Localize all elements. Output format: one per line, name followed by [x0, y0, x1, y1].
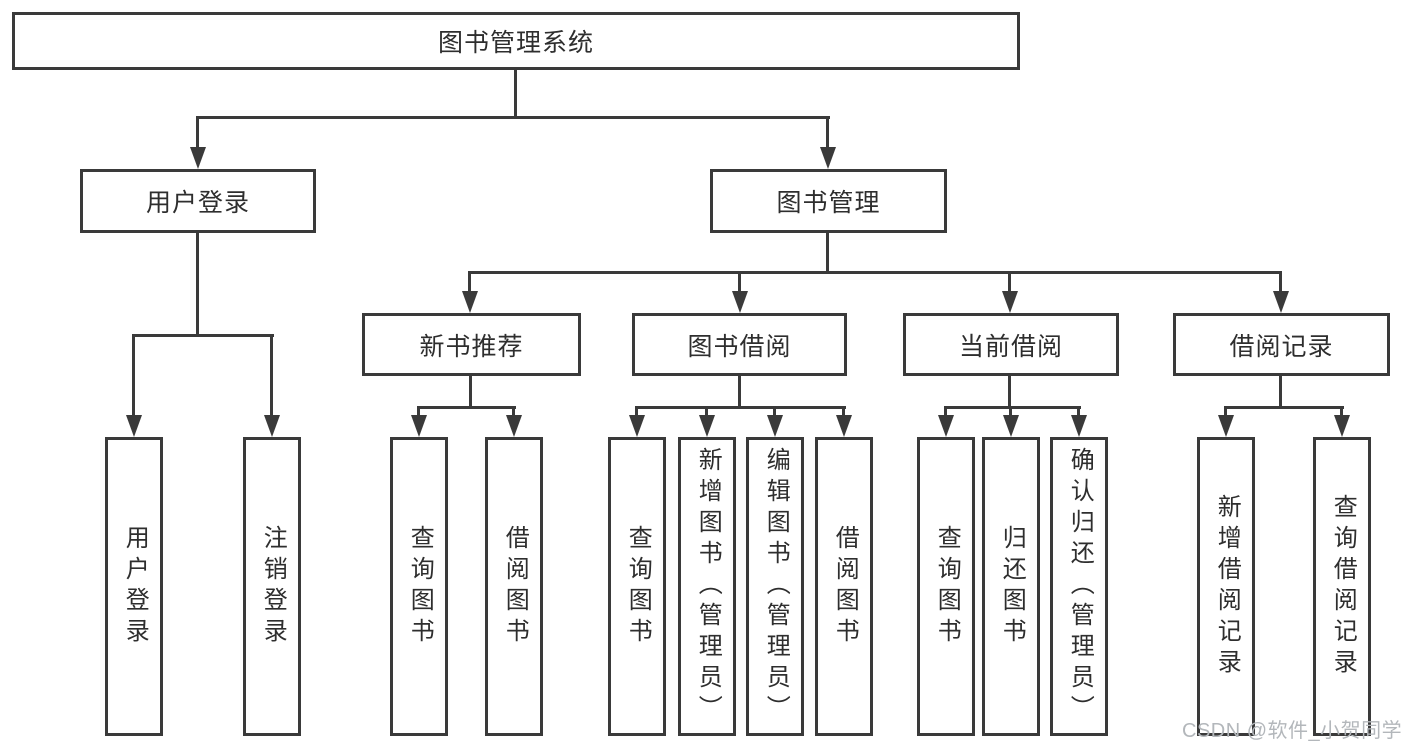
node-book-mgmt-label: 图书管理: [776, 189, 881, 217]
node-borrow-records-label: 借阅记录: [1229, 332, 1334, 361]
arrow-to-new-books: [462, 291, 478, 313]
connector-level3-header: [468, 271, 1282, 274]
leaf-nb-borrow-books-label: 借阅图书: [501, 524, 529, 649]
connector-borrow-records-stem: [1279, 376, 1282, 409]
connector-stub-book-borrow: [738, 271, 741, 294]
connector-book-borrow-stem: [738, 375, 741, 409]
node-current-borrow-label: 当前借阅: [958, 332, 1063, 361]
connector-stub-current-borrow: [1008, 271, 1011, 294]
connector-stub-user-login: [196, 116, 199, 149]
leaf-cb-confirm-return-admin-label: 确认归还（管理员）: [1066, 447, 1094, 726]
leaf-bb-borrow-books: 借阅图书: [815, 437, 873, 736]
arrow-to-current-borrow: [1002, 291, 1018, 313]
arrow-to-bb-leaf-1: [629, 415, 645, 437]
connector-stub-cb-3: [1077, 406, 1080, 418]
arrow-to-bb-leaf-2: [699, 415, 715, 437]
connector-current-borrow-stem: [1008, 376, 1011, 409]
node-root-label: 图书管理系统: [437, 29, 594, 57]
arrow-to-bb-leaf-4: [836, 415, 852, 437]
arrow-to-bb-leaf-3: [767, 415, 783, 437]
arrow-to-br-leaf-2: [1334, 415, 1350, 437]
arrow-to-borrow-records: [1273, 291, 1289, 313]
connector-root-header: [196, 116, 830, 119]
arrow-to-leaf-login: [126, 415, 142, 437]
node-user-login: 用户登录: [80, 169, 316, 233]
node-book-borrow: 图书借阅: [632, 313, 847, 376]
leaf-nb-query-books: 查询图书: [390, 437, 448, 736]
leaf-logout-label: 注销登录: [259, 524, 287, 649]
leaf-bb-add-books-admin: 新增图书（管理员）: [678, 437, 736, 736]
leaf-cb-confirm-return-admin: 确认归还（管理员）: [1050, 437, 1108, 736]
connector-root-stem: [514, 70, 517, 118]
arrow-to-cb-leaf-2: [1003, 415, 1019, 437]
connector-stub-login-leaf-1: [132, 334, 135, 418]
arrow-to-leaf-logout: [264, 415, 280, 437]
leaf-bb-edit-books-admin-label: 编辑图书（管理员）: [762, 447, 790, 726]
leaf-br-add-record: 新增借阅记录: [1197, 437, 1255, 736]
leaf-logout: 注销登录: [243, 437, 301, 736]
arrow-to-user-login: [190, 147, 206, 169]
leaf-cb-query-books-label: 查询图书: [933, 524, 961, 649]
arrow-to-book-mgmt: [820, 147, 836, 169]
connector-stub-br-2: [1340, 406, 1343, 418]
connector-stub-bb-3: [773, 406, 776, 418]
leaf-br-query-record: 查询借阅记录: [1313, 437, 1371, 736]
leaf-cb-query-books: 查询图书: [917, 437, 975, 736]
leaf-cb-return-books: 归还图书: [982, 437, 1040, 736]
connector-user-login-header: [132, 334, 274, 337]
connector-stub-br-1: [1224, 406, 1227, 418]
connector-stub-bb-1: [635, 406, 638, 418]
connector-user-login-stem: [196, 233, 199, 337]
leaf-cb-return-books-label: 归还图书: [998, 524, 1026, 649]
node-borrow-records: 借阅记录: [1173, 313, 1390, 376]
node-current-borrow: 当前借阅: [903, 313, 1119, 376]
connector-new-books-header: [417, 406, 516, 409]
connector-stub-book-mgmt: [826, 116, 829, 149]
node-user-login-label: 用户登录: [145, 189, 250, 217]
leaf-nb-query-books-label: 查询图书: [406, 524, 434, 649]
node-book-mgmt: 图书管理: [710, 169, 947, 233]
connector-stub-borrow-records: [1279, 271, 1282, 294]
leaf-br-add-record-label: 新增借阅记录: [1213, 493, 1241, 680]
connector-stub-bb-2: [705, 406, 708, 418]
arrow-to-nb-leaf-1: [411, 415, 427, 437]
connector-current-borrow-header: [944, 406, 1081, 409]
arrow-to-br-leaf-1: [1218, 415, 1234, 437]
arrow-to-cb-leaf-1: [938, 415, 954, 437]
connector-stub-login-leaf-2: [270, 334, 273, 418]
arrow-to-book-borrow: [732, 291, 748, 313]
watermark: CSDN @软件_小贺同学: [1182, 720, 1403, 742]
leaf-bb-query-books: 查询图书: [608, 437, 666, 736]
connector-stub-nb-1: [417, 406, 420, 418]
node-book-borrow-label: 图书借阅: [687, 332, 792, 361]
leaf-user-login: 用户登录: [105, 437, 163, 736]
connector-book-mgmt-stem: [826, 233, 829, 274]
leaf-bb-borrow-books-label: 借阅图书: [831, 524, 859, 649]
connector-borrow-records-header: [1224, 406, 1344, 409]
connector-book-borrow-header: [635, 406, 846, 409]
node-root: 图书管理系统: [12, 12, 1020, 70]
node-new-books-label: 新书推荐: [419, 332, 524, 361]
arrow-to-cb-leaf-3: [1071, 415, 1087, 437]
connector-stub-nb-2: [512, 406, 515, 418]
leaf-bb-add-books-admin-label: 新增图书（管理员）: [694, 447, 722, 726]
node-new-books: 新书推荐: [362, 313, 581, 376]
leaf-user-login-label: 用户登录: [121, 524, 149, 649]
leaf-bb-query-books-label: 查询图书: [624, 524, 652, 649]
leaf-nb-borrow-books: 借阅图书: [485, 437, 543, 736]
connector-stub-bb-4: [842, 406, 845, 418]
leaf-bb-edit-books-admin: 编辑图书（管理员）: [746, 437, 804, 736]
connector-stub-new-books: [468, 271, 471, 294]
connector-stub-cb-2: [1009, 406, 1012, 418]
arrow-to-nb-leaf-2: [506, 415, 522, 437]
connector-stub-cb-1: [944, 406, 947, 418]
leaf-br-query-record-label: 查询借阅记录: [1329, 493, 1357, 680]
connector-new-books-stem: [469, 376, 472, 409]
